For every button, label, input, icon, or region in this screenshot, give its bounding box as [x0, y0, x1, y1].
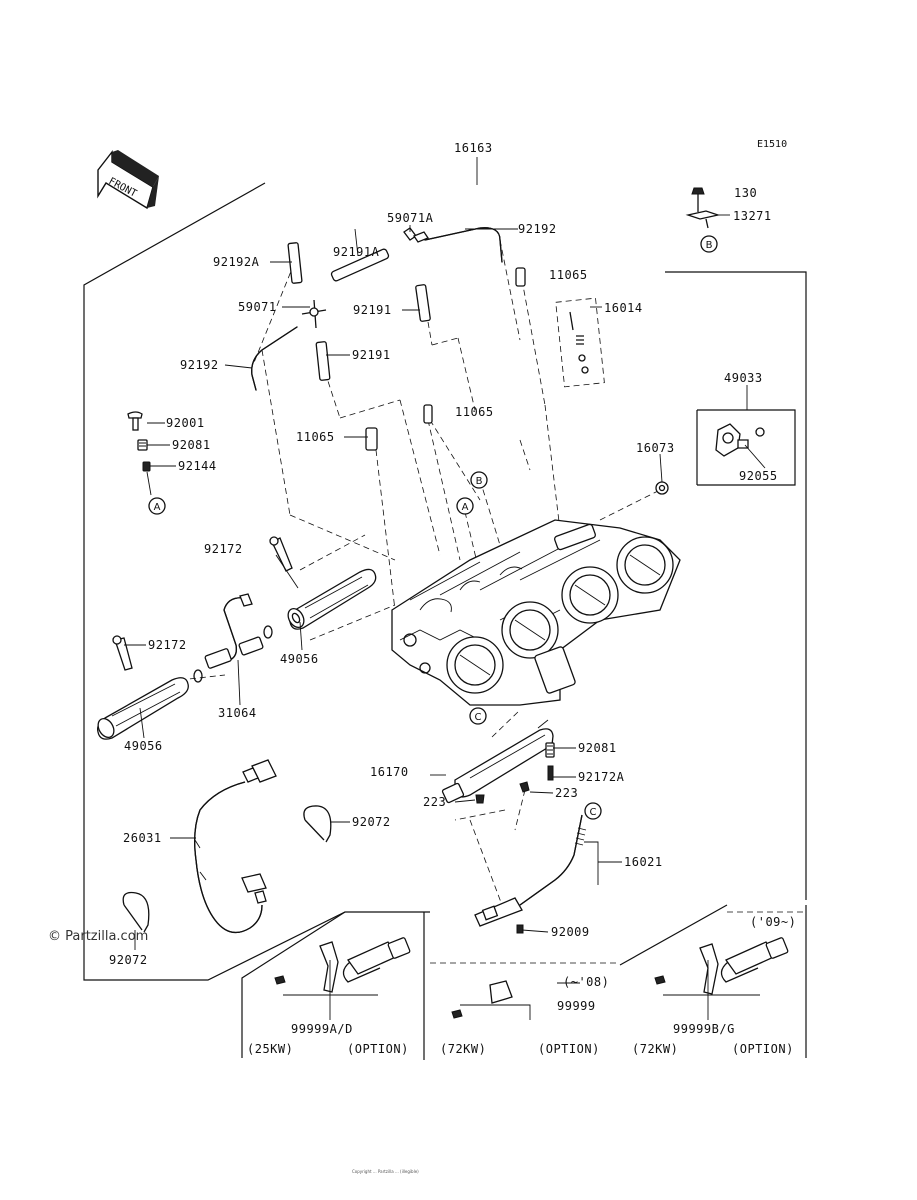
label-49056-right: 49056	[280, 652, 319, 666]
ref-circle-c-right: C	[584, 802, 602, 820]
fuel-hose-31064	[193, 593, 273, 683]
hose-routing-lines	[179, 239, 661, 906]
label-92009: 92009	[551, 925, 590, 939]
label-11065-top: 11065	[549, 268, 588, 282]
label-from-09: ('09~)	[750, 915, 796, 929]
label-92172a: 92172A	[578, 770, 625, 784]
label-92072-right: 92072	[352, 815, 391, 829]
label-49033: 49033	[724, 371, 763, 385]
label-72kw-a: (72KW)	[440, 1042, 486, 1056]
label-option-3: (OPTION)	[732, 1042, 794, 1056]
label-25kw: (25KW)	[247, 1042, 293, 1056]
svg-text:B: B	[706, 240, 713, 251]
label-16014: 16014	[604, 301, 643, 315]
part-number-labels: E1510 16163 130 13271 59071A 92192 92191…	[109, 139, 796, 1056]
partzilla-watermark: © Partzilla.com	[48, 929, 148, 944]
front-arrow-icon: FRONT	[97, 149, 159, 210]
label-92055: 92055	[739, 469, 778, 483]
option-part-99999BG	[654, 937, 789, 995]
label-223-right: 223	[555, 786, 578, 800]
label-16163: 16163	[454, 141, 493, 155]
reference-markers: B A B A C C	[148, 235, 718, 820]
label-223-left: 223	[423, 795, 446, 809]
label-leader-lines	[124, 157, 766, 1020]
tee-fitting-59071	[301, 299, 327, 329]
option-part-99999AD	[274, 937, 411, 993]
label-31064: 31064	[218, 706, 257, 720]
label-92144: 92144	[178, 459, 217, 473]
fuel-rail-49056-lower	[97, 635, 189, 740]
label-72kw-b: (72KW)	[632, 1042, 678, 1056]
clamp-92072-right	[303, 805, 332, 843]
copyright-footer: Copyright ... Partzilla ... (illegible)	[352, 1169, 419, 1174]
label-26031: 26031	[123, 831, 162, 845]
svg-text:C: C	[590, 807, 597, 818]
assembly-frame	[83, 182, 807, 1060]
label-16073: 16073	[636, 441, 675, 455]
svg-text:C: C	[475, 712, 482, 723]
label-11065-mid: 11065	[455, 405, 494, 419]
label-until-08: (~'08)	[563, 975, 609, 989]
svg-text:A: A	[462, 502, 469, 513]
idle-control-16021	[474, 814, 587, 934]
label-99999bg: 99999B/G	[673, 1022, 735, 1036]
label-59071a: 59071A	[387, 211, 434, 225]
ref-circle-c-mid: C	[469, 707, 487, 725]
label-13271: 13271	[733, 209, 772, 223]
label-16170: 16170	[370, 765, 409, 779]
clamp-92072-left	[122, 891, 150, 933]
fuel-rail-49056-upper	[269, 536, 377, 630]
sensor-16014	[555, 297, 605, 388]
wire-harness-26031	[194, 759, 277, 934]
throttle-bore-2	[501, 601, 559, 659]
label-16021: 16021	[624, 855, 663, 869]
label-option-2: (OPTION)	[538, 1042, 600, 1056]
throttle-bore-4	[616, 536, 674, 594]
svg-text:A: A	[154, 502, 161, 513]
ref-circle-b-mid: B	[470, 471, 488, 489]
ref-circle-b-top: B	[700, 235, 718, 253]
label-92192-left: 92192	[180, 358, 219, 372]
label-92192a: 92192A	[213, 255, 260, 269]
label-option-1: (OPTION)	[347, 1042, 409, 1056]
sensor-49033	[655, 423, 765, 495]
label-92081-right: 92081	[578, 741, 617, 755]
diagram-code: E1510	[757, 139, 787, 150]
label-92191a: 92191A	[333, 245, 380, 259]
screw-set-A	[127, 411, 152, 496]
option-part-99999	[451, 980, 513, 1019]
label-92172-top: 92172	[204, 542, 243, 556]
ref-circle-a-left: A	[148, 497, 166, 515]
label-92072-left: 92072	[109, 953, 148, 967]
label-92192-top: 92192	[518, 222, 557, 236]
svg-text:B: B	[476, 476, 483, 487]
label-59071: 59071	[238, 300, 277, 314]
vacuum-hoses-top	[251, 227, 526, 451]
label-92001: 92001	[166, 416, 205, 430]
label-130: 130	[734, 186, 757, 200]
label-11065-left: 11065	[296, 430, 335, 444]
clamp-130-13271	[685, 187, 730, 229]
throttle-bore-1	[446, 636, 504, 694]
label-49056-left: 49056	[124, 739, 163, 753]
throttle-bore-3	[561, 566, 619, 624]
label-99999: 99999	[557, 999, 596, 1013]
label-92191-b: 92191	[352, 348, 391, 362]
label-92191-a: 92191	[353, 303, 392, 317]
label-92081-left: 92081	[172, 438, 211, 452]
label-92172-left: 92172	[148, 638, 187, 652]
sensor-16170	[441, 719, 555, 804]
throttle-body-assembly-16163	[391, 519, 681, 706]
label-99999ad: 99999A/D	[291, 1022, 353, 1036]
ref-circle-a-mid: A	[456, 497, 474, 515]
